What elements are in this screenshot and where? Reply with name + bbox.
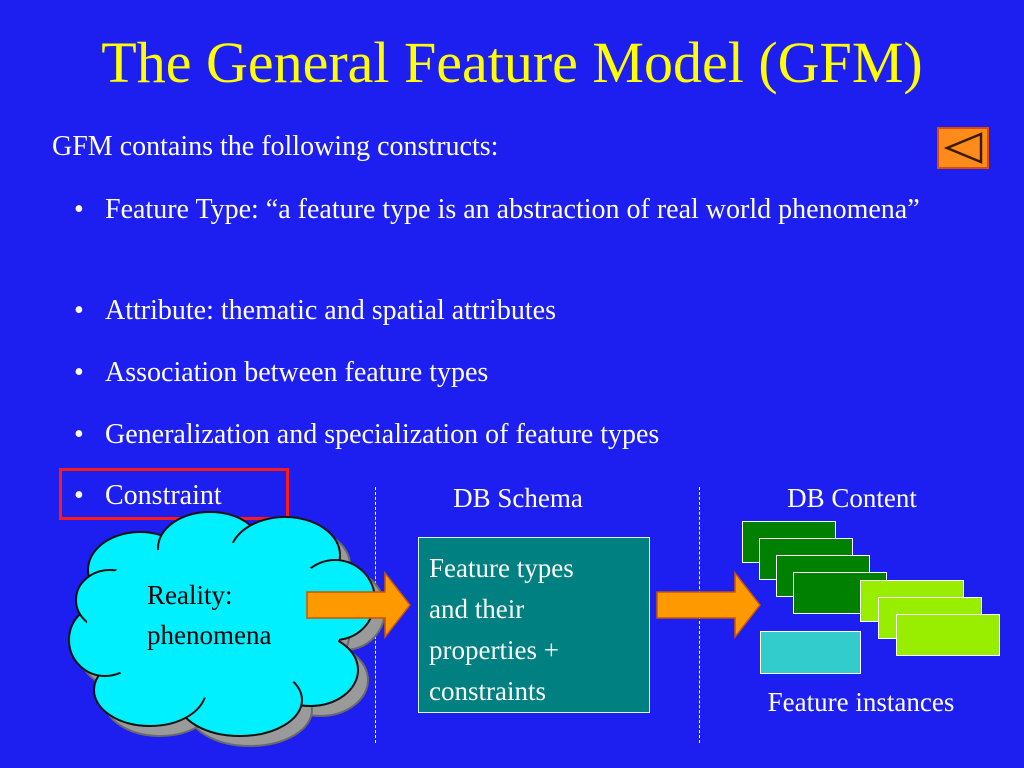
bullet-text: Association between feature types [105, 357, 489, 388]
bullet-dot: • [74, 419, 84, 450]
bullet-dot: • [74, 480, 84, 511]
bullet-feature-type: • Feature Type: “a feature type is an ab… [74, 190, 954, 230]
bullet-dot: • [74, 194, 84, 225]
feature-instances-label: Feature instances [767, 687, 955, 717]
bullet-association: • Association between feature types [74, 353, 954, 393]
arrow-schema-to-content [656, 570, 761, 640]
bullet-text: Generalization and specialization of fea… [105, 419, 660, 450]
bullet-text: Constraint [105, 480, 222, 511]
bullet-text: Attribute: thematic and spatial attribut… [105, 295, 556, 326]
cloud-text: Reality: phenomena [147, 580, 272, 650]
intro-text: GFM contains the following constructs: [52, 131, 499, 162]
instance-light-3 [896, 614, 1000, 656]
bullet-dot: • [74, 357, 84, 388]
constraint-highlight-box [59, 468, 289, 520]
back-button[interactable] [937, 127, 989, 169]
triangle-left-icon [943, 132, 983, 164]
instance-teal [760, 631, 861, 674]
divider-right [699, 487, 700, 743]
db-content-heading: DB Content [787, 483, 917, 513]
bullet-generalization: • Generalization and specialization of f… [74, 415, 954, 455]
db-schema-heading: DB Schema [453, 483, 583, 513]
bullet-text: Feature Type: “a feature type is an abst… [105, 194, 920, 225]
bullet-constraint: • Constraint [74, 476, 294, 516]
bullet-dot: • [74, 295, 84, 326]
schema-box: Feature types and their properties + con… [418, 537, 650, 713]
arrow-cloud-to-schema [306, 570, 411, 640]
slide-title: The General Feature Model (GFM) [101, 30, 923, 95]
divider-left [375, 487, 376, 743]
bullet-attribute: • Attribute: thematic and spatial attrib… [74, 291, 954, 331]
